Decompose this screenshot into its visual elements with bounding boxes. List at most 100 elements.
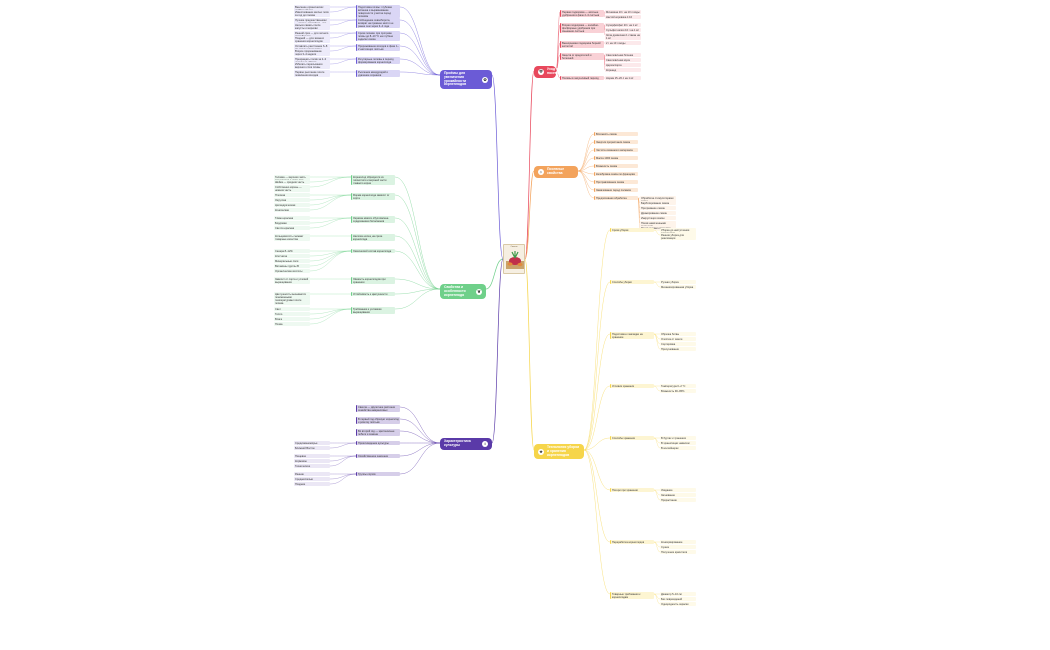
sub-topic[interactable]: Коническая: [274, 208, 310, 213]
child-topic[interactable]: Протравливание семян: [594, 180, 638, 185]
child-topic[interactable]: Хозяйственное значение: [356, 454, 400, 459]
branch-b4[interactable]: Свойства и особенности корнеплода❦: [440, 284, 486, 300]
child-topic[interactable]: Окраска мякоти обусловлена содержанием б…: [351, 216, 395, 224]
sub-topic[interactable]: Известкование кислых почв за год до посе…: [294, 10, 330, 18]
sub-topic[interactable]: Свет: [274, 307, 310, 312]
child-topic[interactable]: Подготовка почвы: глубокая вспашка и выр…: [356, 5, 400, 19]
sub-topic[interactable]: Плоская: [274, 193, 310, 198]
child-topic[interactable]: Внекорневая подкормка борной кислотой: [560, 41, 604, 49]
child-topic[interactable]: Подготовка к закладке на хранение: [610, 332, 654, 340]
branch-b3[interactable]: ☼Посевные свойства: [534, 166, 578, 178]
child-topic[interactable]: Чистота семенного материала: [594, 148, 638, 153]
sub-topic[interactable]: Обрезка ботвы: [660, 332, 696, 337]
child-topic[interactable]: Условия хранения: [610, 384, 654, 389]
child-topic[interactable]: Предпосевная обработка: [594, 196, 638, 201]
child-topic[interactable]: Химический состав корнеплода: [351, 249, 395, 254]
child-topic[interactable]: Масса 1000 семян: [594, 156, 638, 161]
child-topic[interactable]: Товарные требования к корнеплодам: [610, 592, 654, 600]
child-topic[interactable]: Соблюдение севооборота, возврат на прежн…: [356, 18, 400, 29]
child-topic[interactable]: Рыхление междурядий и удаление сорняков: [356, 70, 400, 78]
sub-topic[interactable]: Диаметр 5–10 см: [660, 592, 696, 597]
child-topic[interactable]: Свекла — двулетнее растение семейства ам…: [356, 405, 400, 413]
child-topic[interactable]: Всхожесть семян: [594, 132, 638, 137]
sub-topic[interactable]: Бордовая: [274, 221, 310, 226]
sub-topic[interactable]: Почва: [274, 322, 310, 327]
sub-topic[interactable]: Увядание: [660, 488, 696, 493]
sub-topic[interactable]: Получение красителя: [660, 550, 696, 555]
sub-topic[interactable]: Мочевина 10 г на 10 л воды: [605, 10, 641, 15]
sub-topic[interactable]: Влажность 90–95%: [660, 389, 696, 394]
child-topic[interactable]: Лёжкость корнеплодов при хранении: [351, 277, 395, 285]
child-topic[interactable]: Требования к условиям выращивания: [351, 307, 395, 315]
sub-topic[interactable]: Второе прореживание через 3–4 недели: [294, 49, 330, 57]
child-topic[interactable]: Корнеплод образуется из гипокотиля и вер…: [351, 175, 395, 186]
sub-topic[interactable]: Консервирование: [660, 540, 696, 545]
branch-b2[interactable]: ⛨Уход за посевами: [534, 66, 563, 78]
sub-topic[interactable]: Избегать пересыхания верхнего слоя почвы: [294, 62, 330, 70]
sub-topic[interactable]: Собственно корень — нижняя часть: [274, 185, 310, 193]
sub-topic[interactable]: Очистка от земли: [660, 337, 696, 342]
sub-topic[interactable]: Сушка: [660, 545, 696, 550]
sub-topic[interactable]: Ранняя уборка для реализации: [660, 233, 696, 241]
sub-topic[interactable]: Просушивание: [660, 347, 696, 352]
sub-topic[interactable]: Тепло: [274, 312, 310, 317]
child-topic[interactable]: Замачивание перед посевом: [594, 188, 638, 193]
sub-topic[interactable]: Светло-красная: [274, 226, 310, 231]
sub-topic[interactable]: Кормовое: [294, 459, 330, 464]
child-topic[interactable]: Калибровка семян по фракциям: [594, 172, 638, 177]
sub-topic[interactable]: Корнеед: [605, 68, 641, 73]
child-topic[interactable]: Способы уборки: [610, 280, 654, 285]
child-topic[interactable]: Сроки уборки: [610, 228, 654, 233]
child-topic[interactable]: Защита от вредителей и болезней: [560, 53, 604, 61]
sub-topic[interactable]: Первое рыхление после появления всходов: [294, 70, 330, 78]
sub-topic[interactable]: Техническое: [294, 464, 330, 469]
child-topic[interactable]: Сроки посева: при прогреве почвы до 8–10…: [356, 31, 400, 42]
sub-topic[interactable]: Температура 0–2 °C: [660, 384, 696, 389]
child-topic[interactable]: Устойчивость к цветушности: [351, 292, 395, 297]
child-topic[interactable]: Способы хранения: [610, 436, 654, 441]
sub-topic[interactable]: Суперфосфат 20 г на 1 м²: [605, 23, 641, 28]
sub-topic[interactable]: Свекловичная блошка: [605, 53, 641, 58]
sub-topic[interactable]: Нельзя сажать после капусты и моркови: [294, 23, 330, 31]
child-topic[interactable]: Форма корнеплода зависит от сорта: [351, 193, 395, 201]
sub-topic[interactable]: Зола древесная 1 стакан на 1 м²: [605, 33, 641, 41]
sub-topic[interactable]: Поздние: [294, 482, 330, 487]
sub-topic[interactable]: Настой коровяка 1:10: [605, 15, 641, 20]
sub-topic[interactable]: Церкоспороз: [605, 63, 641, 68]
child-topic[interactable]: Наличие колец на срезе корнеплода: [351, 234, 395, 242]
sub-topic[interactable]: 2 г на 10 л воды: [605, 41, 641, 46]
sub-topic[interactable]: Среднеспелые: [294, 477, 330, 482]
child-topic[interactable]: Влажность семян: [594, 164, 638, 169]
sub-topic[interactable]: Дражирование семян: [640, 211, 676, 216]
sub-topic[interactable]: Органические кислоты: [274, 269, 310, 274]
sub-topic[interactable]: Ранние: [294, 472, 330, 477]
sub-topic[interactable]: Ручная уборка: [660, 280, 696, 285]
sub-topic[interactable]: Сульфат калия 10 г на 1 м²: [605, 28, 641, 33]
sub-topic[interactable]: Влага: [274, 317, 310, 322]
sub-topic[interactable]: Поздний — для зимнего хранения корнеплод…: [294, 36, 330, 44]
child-topic[interactable]: Вторая подкормка — калийно-фосфорные удо…: [560, 23, 604, 34]
central-topic[interactable]: Свекла: [503, 244, 525, 274]
sub-topic[interactable]: Витамины группы B: [274, 264, 310, 269]
child-topic[interactable]: Потери при хранении: [610, 488, 654, 493]
sub-topic[interactable]: Инкрустация семян: [640, 216, 676, 221]
sub-topic[interactable]: Сахара 8–12%: [274, 249, 310, 254]
sub-topic[interactable]: В контейнерах: [660, 446, 696, 451]
sub-topic[interactable]: Норма 15–20 л на 1 м²: [605, 76, 641, 81]
sub-topic[interactable]: В буртах и траншеях: [660, 436, 696, 441]
sub-topic[interactable]: Клетчатка: [274, 254, 310, 259]
sub-topic[interactable]: Пищевое: [294, 454, 330, 459]
sub-topic[interactable]: Однородность окраски: [660, 602, 696, 607]
child-topic[interactable]: Происхождение культуры: [356, 441, 400, 446]
sub-topic[interactable]: Округлая: [274, 198, 310, 203]
branch-b6[interactable]: ★Технология уборки и хранения корнеплодо…: [534, 444, 584, 460]
sub-topic[interactable]: Посев сухими семенами: [640, 226, 676, 231]
child-topic[interactable]: Прореживание всходов в фазе 1–2 настоящи…: [356, 44, 400, 52]
sub-topic[interactable]: Минеральные соли: [274, 259, 310, 264]
sub-topic[interactable]: Прорастание: [660, 498, 696, 503]
sub-topic[interactable]: Ближний Восток: [294, 446, 330, 451]
sub-topic[interactable]: Свекловичная муха: [605, 58, 641, 63]
sub-topic[interactable]: Средиземноморье: [294, 441, 330, 446]
child-topic[interactable]: Группы сортов: [356, 472, 400, 477]
